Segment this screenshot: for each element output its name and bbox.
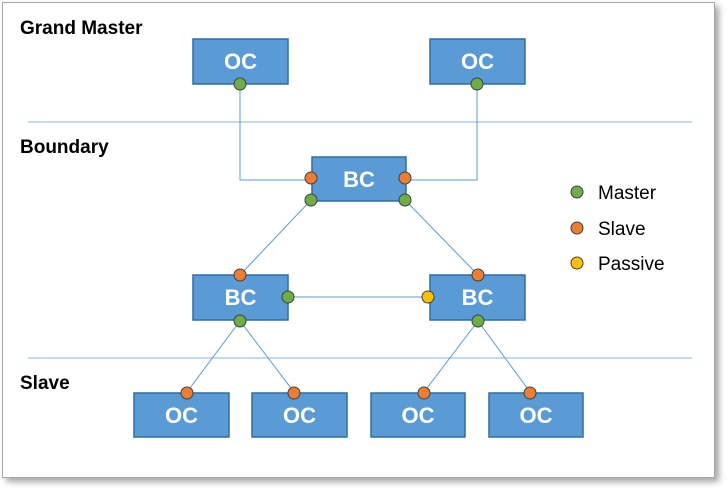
- node-label: OC: [461, 49, 494, 74]
- node-bc-right: BC: [429, 274, 526, 321]
- port-master-dot: [471, 314, 485, 328]
- node-gm-left: OC: [192, 38, 289, 85]
- legend-label-passive: Passive: [598, 254, 665, 275]
- node-label: OC: [520, 403, 553, 428]
- legend-label-slave: Slave: [598, 219, 646, 240]
- port-slave-dot: [287, 386, 301, 400]
- port-slave-dot: [523, 386, 537, 400]
- port-passive-dot: [421, 290, 435, 304]
- legend-passive-dot: [570, 256, 584, 270]
- legend-item-slave: Slave: [570, 219, 646, 240]
- node-label: OC: [165, 403, 198, 428]
- port-slave-dot: [417, 386, 431, 400]
- connectors: [186, 84, 531, 393]
- link-gm-left-bc-top: [239, 84, 311, 181]
- node-gm-right: OC: [429, 38, 526, 85]
- node-label: OC: [402, 403, 435, 428]
- link-bc-right-slave-4: [477, 320, 531, 393]
- link-bc-top-bc-right: [404, 199, 479, 276]
- port-master-dot: [470, 77, 484, 91]
- link-bc-right-slave-3: [423, 320, 479, 393]
- link-bc-left-slave-2: [239, 320, 295, 393]
- link-bc-top-bc-left: [239, 199, 312, 276]
- port-master-dot: [233, 314, 247, 328]
- node-bc-left: BC: [192, 274, 289, 321]
- legend-label-master: Master: [598, 183, 657, 204]
- node-slave-1: OC: [133, 392, 230, 438]
- tier-label-slave: Slave: [20, 373, 70, 394]
- port-master-dot: [281, 290, 295, 304]
- port-slave-dot: [398, 171, 412, 185]
- link-gm-right-bc-top: [405, 84, 478, 181]
- legend: Master Slave Passive: [570, 183, 665, 275]
- port-slave-dot: [233, 268, 247, 282]
- port-master-dot: [233, 77, 247, 91]
- port-slave-dot: [471, 268, 485, 282]
- legend-item-master: Master: [570, 183, 657, 204]
- legend-slave-dot: [570, 221, 584, 235]
- tier-label-grand-master: Grand Master: [20, 18, 143, 39]
- node-slave-4: OC: [488, 392, 584, 438]
- port-slave-dot: [304, 171, 318, 185]
- tier-label-boundary: Boundary: [20, 137, 109, 158]
- diagram-frame: [2, 2, 715, 478]
- port-master-dot: [398, 193, 412, 207]
- node-label: BC: [343, 167, 375, 192]
- port-master-dot: [304, 193, 318, 207]
- link-bc-left-slave-1: [186, 320, 241, 393]
- legend-item-passive: Passive: [570, 254, 665, 275]
- node-label: BC: [462, 285, 494, 310]
- node-slave-3: OC: [370, 392, 466, 438]
- node-label: OC: [283, 403, 316, 428]
- node-slave-2: OC: [251, 392, 348, 438]
- node-label: OC: [224, 49, 257, 74]
- node-bc-top: BC: [311, 156, 407, 202]
- node-label: BC: [225, 285, 257, 310]
- port-slave-dot: [180, 386, 194, 400]
- legend-master-dot: [570, 185, 584, 199]
